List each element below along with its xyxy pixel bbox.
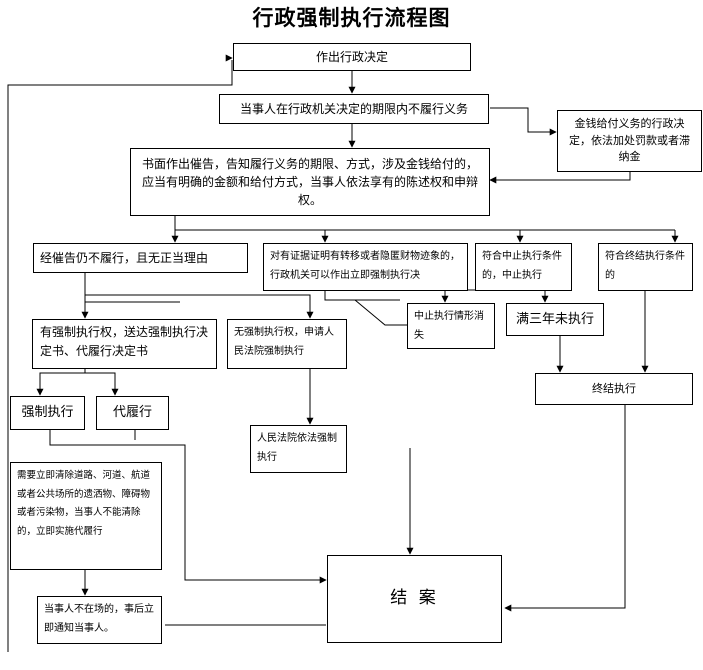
proxy-box: 代履行 <box>96 396 169 430</box>
no-perform-box: 当事人在行政机关决定的期限内不履行义务 <box>219 94 489 124</box>
no-power-box: 无强制执行权，申请人民法院强制执行 <box>227 319 347 369</box>
close-case-box: 结 案 <box>327 555 502 643</box>
page-title: 行政强制执行流程图 <box>252 6 451 30</box>
evidence-box: 对有证据证明有转移或者隐匿财物迹象的，行政机关可以作出立即强制执行决 <box>263 243 468 291</box>
absent-notify-box: 当事人不在场的，事后立即通知当事人。 <box>37 596 162 644</box>
suspend-condition-box: 符合中止执行条件的，中止执行 <box>475 243 572 291</box>
money-obligation-box: 金钱给付义务的行政决定，依法加处罚款或者滞纳金 <box>557 110 702 172</box>
decision-box: 作出行政决定 <box>233 43 471 71</box>
court-enforce-box: 人民法院依法强制执行 <box>250 425 347 473</box>
three-years-box: 满三年未执行 <box>506 303 604 336</box>
terminate-box: 终结执行 <box>535 373 693 405</box>
still-no-perform-box: 经催告仍不履行，且无正当理由 <box>33 243 248 273</box>
terminate-condition-box: 符合终结执行条件的 <box>598 243 693 291</box>
enforce-box: 强制执行 <box>10 396 85 430</box>
immediate-proxy-box: 需要立即清除道路、河道、航道或者公共场所的遗洒物、障碍物或者污染物，当事人不能清… <box>10 462 162 570</box>
suspend-gone-box: 中止执行情形消失 <box>407 303 495 349</box>
has-power-box: 有强制执行权，送达强制执行决定书、代履行决定书 <box>32 319 217 369</box>
notice-box: 书面作出催告，告知履行义务的期限、方式，涉及金钱给付的，应当有明确的金额和给付方… <box>130 148 490 216</box>
